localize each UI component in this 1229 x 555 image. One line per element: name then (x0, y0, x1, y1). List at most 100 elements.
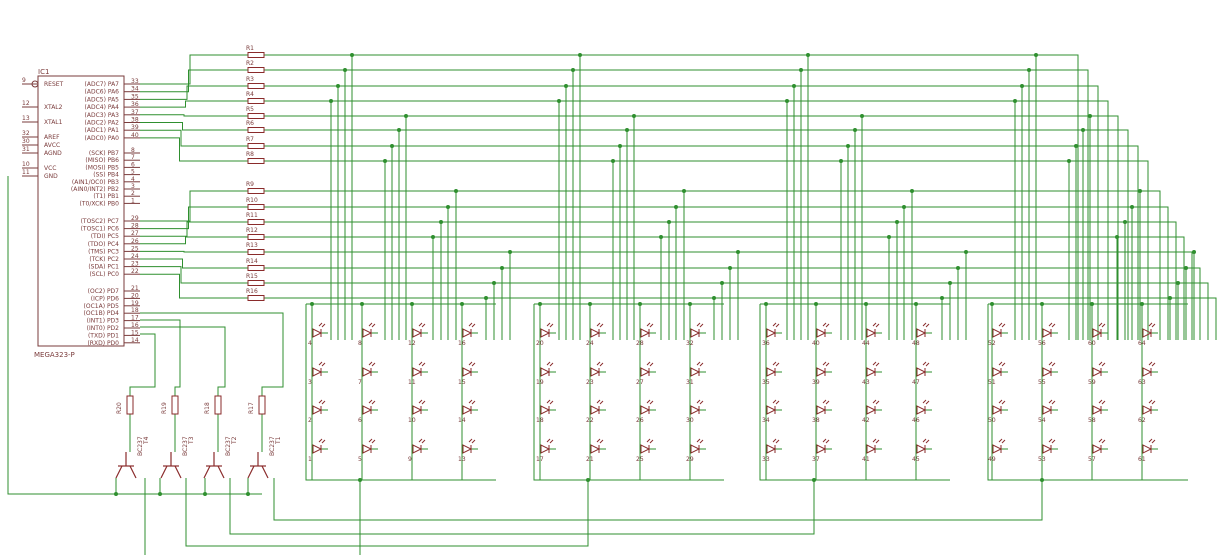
led-diode (916, 328, 927, 338)
transistor-name: T2 (231, 436, 238, 445)
led-arrow (925, 439, 930, 444)
led-arrow (318, 361, 323, 366)
led-arrow (471, 439, 476, 444)
led-arrow (596, 361, 601, 366)
wire (264, 85, 1099, 340)
led-arrow (471, 323, 476, 328)
led-arrow (998, 361, 1003, 366)
ic-name: IC1 (38, 68, 49, 76)
led-diode (412, 367, 423, 377)
led-label: 45 (912, 456, 920, 463)
led-diode (1042, 328, 1053, 338)
ic-pin-label: (OC2) PD7 (88, 288, 120, 295)
junction-dot (1090, 302, 1094, 306)
led-diode (816, 367, 827, 377)
junction-dot (688, 302, 692, 306)
ic-pin-label: (ADC4) PA4 (85, 104, 120, 111)
led-arrow (318, 438, 323, 443)
led-arrow (599, 400, 604, 405)
row-resistor-label: R6 (246, 120, 254, 127)
transistor-name: T4 (143, 436, 150, 445)
ic-pin-label: RESET (44, 81, 64, 88)
base-resistor (171, 395, 179, 415)
ic-pin-number: 36 (131, 101, 139, 108)
led-arrow (922, 399, 927, 404)
led-arrow (596, 399, 601, 404)
led-arrow (772, 399, 777, 404)
led-arrow (1001, 362, 1006, 367)
row-resistor (247, 295, 265, 301)
led-label: 9 (408, 456, 412, 463)
row-resistor (247, 249, 265, 255)
row-resistor (247, 67, 265, 73)
ic-pin-label: (TXD) PD1 (88, 332, 119, 339)
led-label: 32 (686, 340, 694, 347)
ic-pin-label: (TOSC1) PC6 (81, 226, 120, 233)
transistor-name: T3 (188, 436, 195, 445)
led-diode (412, 444, 423, 454)
led-diode (1092, 367, 1103, 377)
led-arrow (872, 438, 877, 443)
led-arrow (925, 400, 930, 405)
led-diode (462, 405, 473, 415)
led-diode (462, 328, 473, 338)
led-arrow (468, 399, 473, 404)
led-arrow (1048, 438, 1053, 443)
ic-pin-number: 32 (22, 130, 30, 137)
led-diode (362, 367, 373, 377)
wire (140, 273, 236, 299)
junction-dot (864, 302, 868, 306)
led-diode (916, 444, 927, 454)
led-arrow (922, 361, 927, 366)
led-label: 34 (762, 417, 770, 424)
wire (229, 478, 815, 535)
led-label: 5 (358, 456, 362, 463)
wire (7, 176, 262, 495)
ic-pin-label: (T1) PB1 (93, 193, 119, 200)
wire (264, 297, 1217, 340)
wire (140, 312, 284, 396)
wire (759, 304, 950, 481)
microcontroller-ic: IC1 MEGA323-P (34, 68, 125, 359)
led-diode (992, 367, 1003, 377)
led-label: 14 (458, 417, 466, 424)
led-diode (766, 405, 777, 415)
junction-dot (358, 478, 362, 482)
wire (264, 236, 1185, 340)
led-label: 37 (812, 456, 820, 463)
led-label: 35 (762, 379, 770, 386)
junction-dot (990, 302, 994, 306)
row-resistor-label: R4 (246, 91, 254, 98)
transistor-emitter (203, 465, 211, 479)
junction-dot (812, 478, 816, 482)
led-arrow (1048, 361, 1053, 366)
led-arrow (699, 323, 704, 328)
led-arrow (872, 322, 877, 327)
led-arrow (1001, 439, 1006, 444)
ic-pin-label: AGND (44, 150, 62, 157)
led-label: 13 (458, 456, 466, 463)
led-arrow (646, 322, 651, 327)
led-diode (412, 405, 423, 415)
led-arrow (696, 438, 701, 443)
led-label: 54 (1038, 417, 1046, 424)
led-label: 1 (308, 456, 312, 463)
led-arrow (649, 400, 654, 405)
led-diode (1092, 328, 1103, 338)
ic-pin-label: (TDI) PC5 (91, 233, 119, 240)
led-arrow (775, 400, 780, 405)
junction-dot (638, 302, 642, 306)
led-arrow (321, 323, 326, 328)
wire (273, 478, 1043, 521)
led-label: 50 (988, 417, 996, 424)
ic-pin-number: 5 (131, 169, 135, 176)
led-arrow (418, 399, 423, 404)
led-label: 6 (358, 417, 362, 424)
led-diode (590, 444, 601, 454)
led-diode (312, 328, 323, 338)
led-arrow (775, 439, 780, 444)
wire (264, 267, 1201, 340)
led-diode (866, 367, 877, 377)
led-arrow (549, 400, 554, 405)
led-label: 51 (988, 379, 996, 386)
